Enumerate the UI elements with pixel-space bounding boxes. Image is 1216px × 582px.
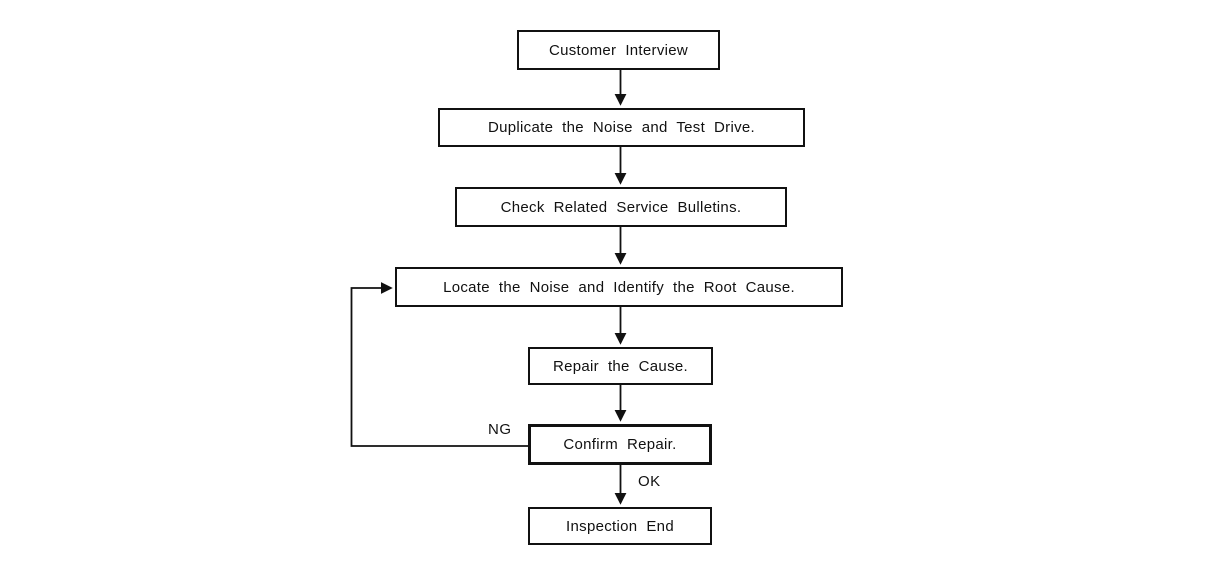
node-label: Customer Interview bbox=[548, 41, 689, 59]
ng-loop-arrow bbox=[350, 282, 528, 447]
node-confirm-repair: Confirm Repair. bbox=[528, 424, 712, 465]
node-check-bulletins: Check Related Service Bulletins. bbox=[455, 187, 787, 227]
node-label: Locate the Noise and Identify the Root C… bbox=[443, 278, 795, 296]
node-locate-noise: Locate the Noise and Identify the Root C… bbox=[395, 267, 843, 307]
edge-label-ok: OK bbox=[638, 473, 661, 490]
node-label: Duplicate the Noise and Test Drive. bbox=[487, 119, 755, 136]
edge-label-ng: NG bbox=[488, 421, 512, 438]
node-label: Confirm Repair. bbox=[563, 436, 677, 453]
node-label: Check Related Service Bulletins. bbox=[500, 198, 742, 216]
node-repair-cause: Repair the Cause. bbox=[528, 347, 713, 385]
node-customer-interview: Customer Interview bbox=[517, 30, 720, 70]
node-label: Repair the Cause. bbox=[552, 357, 688, 375]
node-label: Inspection End bbox=[566, 517, 674, 535]
node-duplicate-noise: Duplicate the Noise and Test Drive. bbox=[438, 108, 805, 147]
node-inspection-end: Inspection End bbox=[528, 507, 712, 545]
